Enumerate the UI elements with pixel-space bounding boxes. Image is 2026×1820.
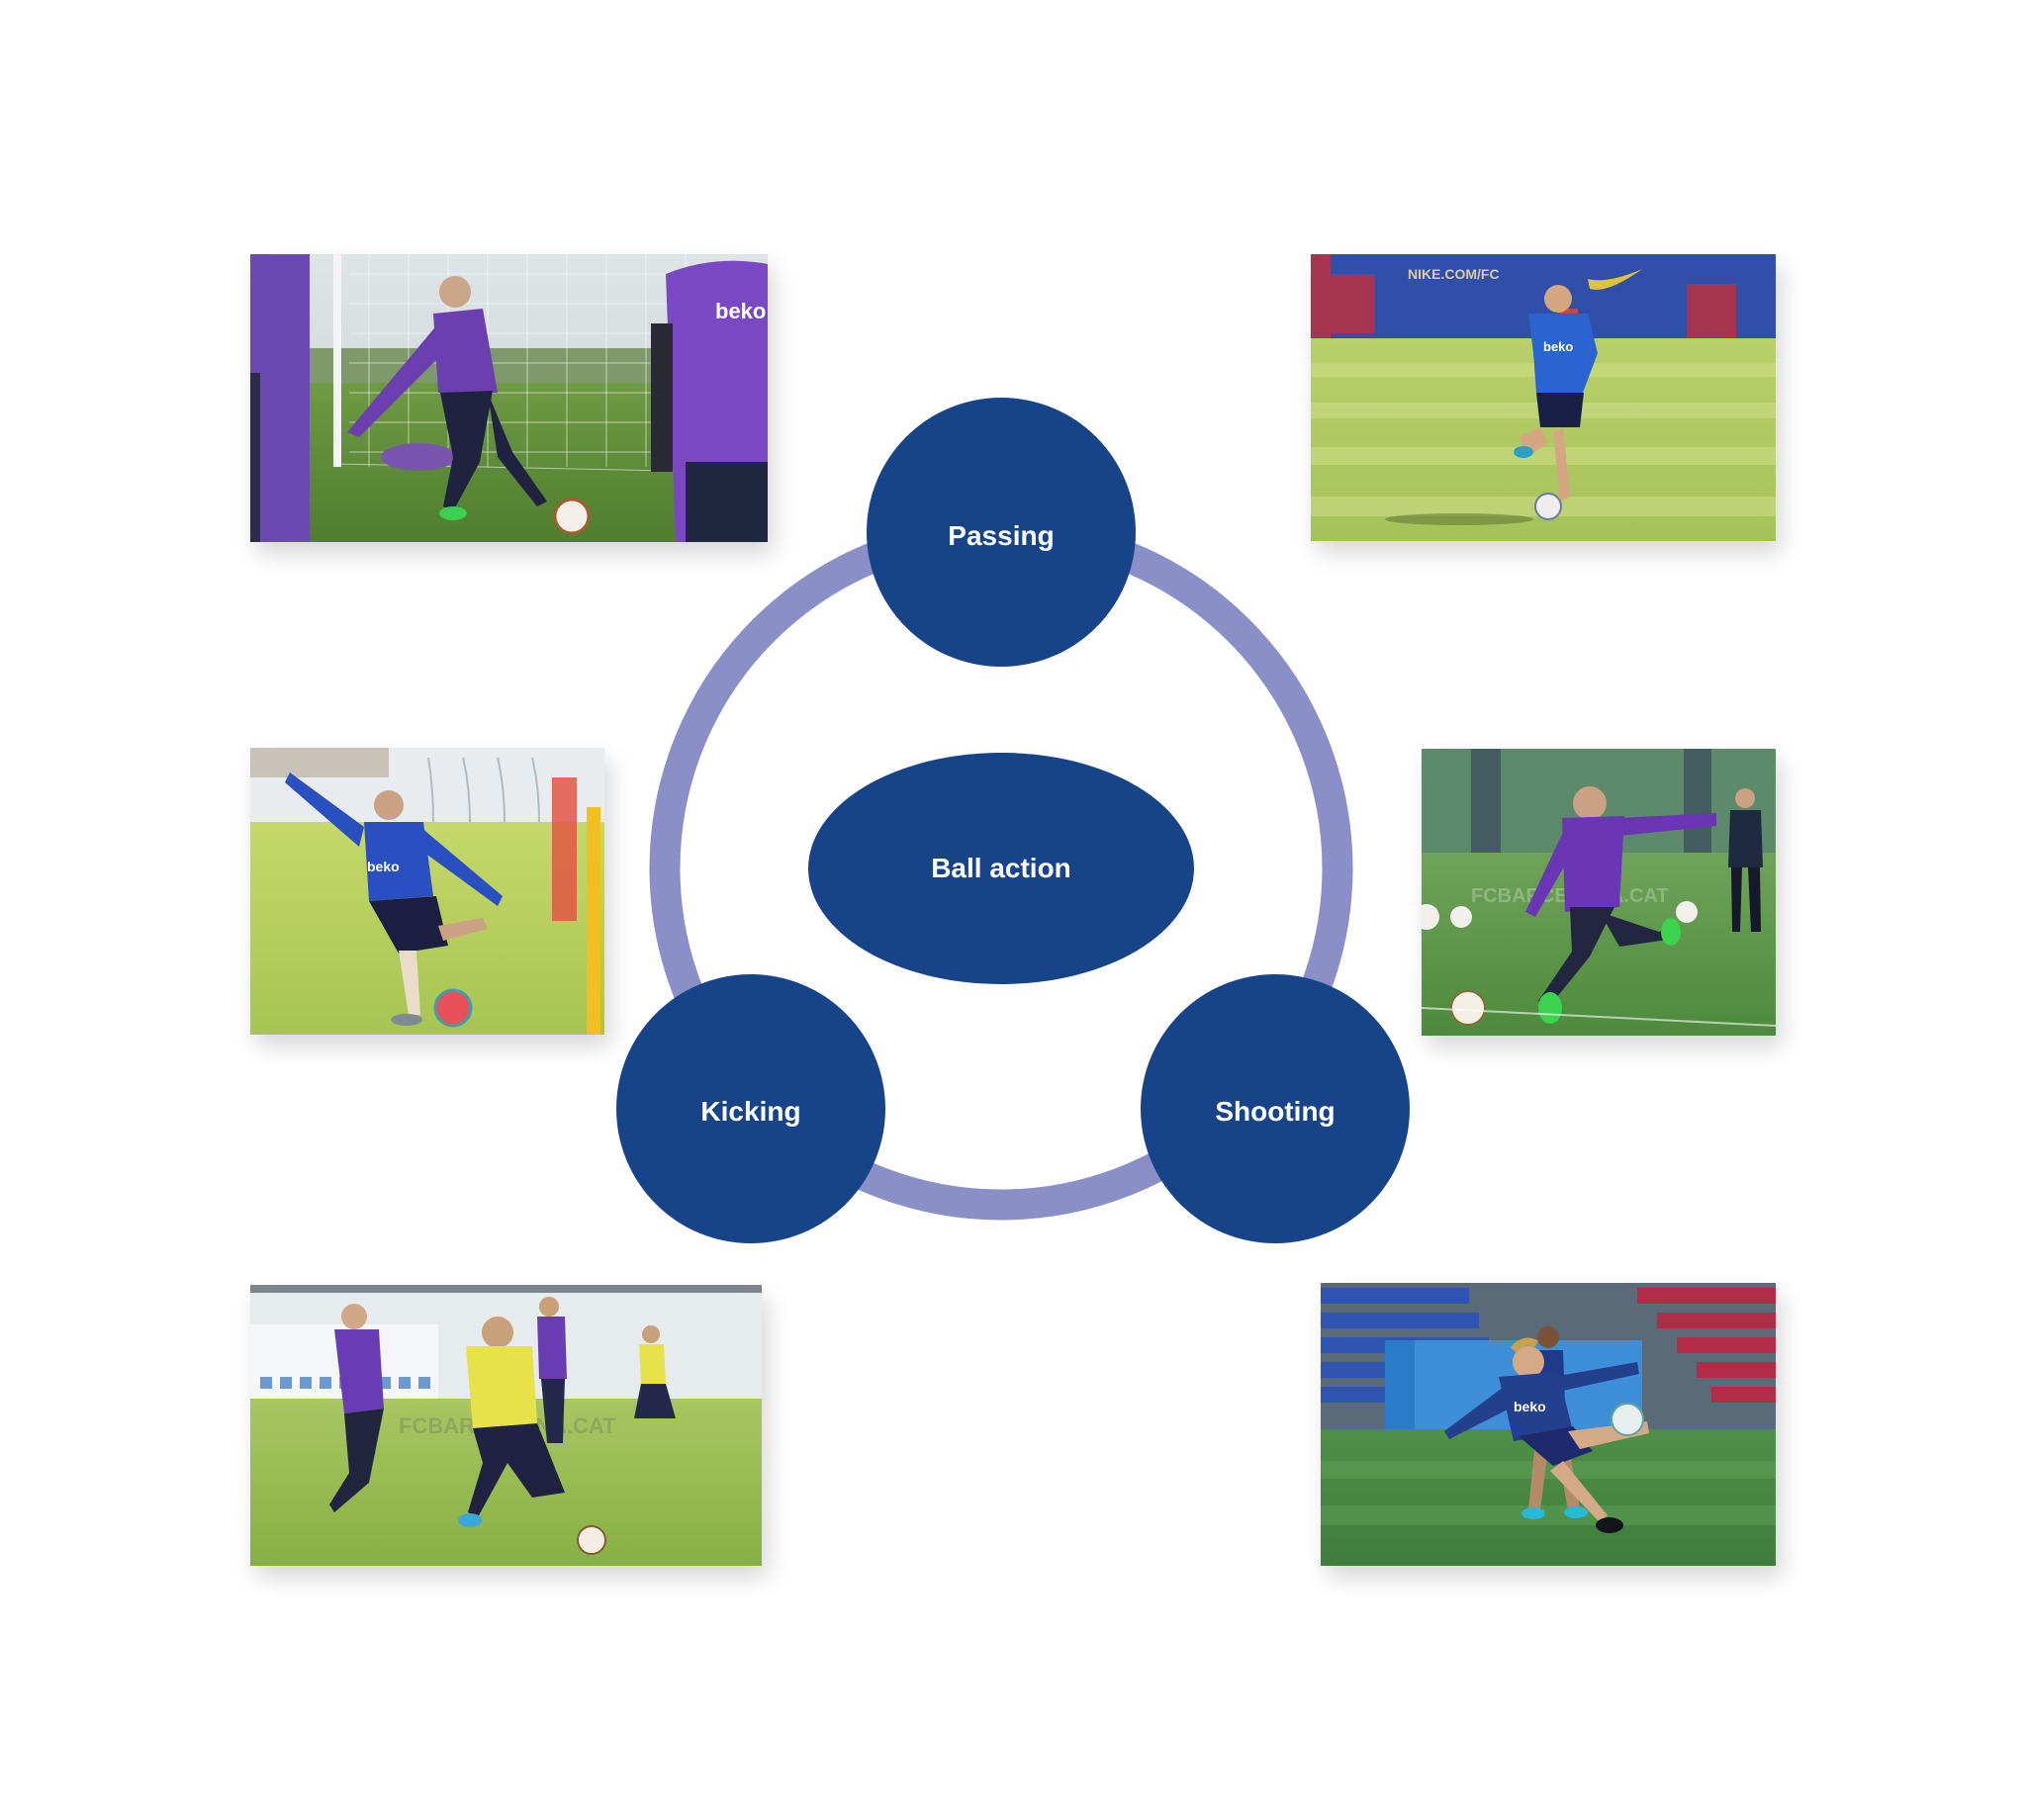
shirt-sponsor-text: beko <box>1514 1399 1546 1414</box>
node-kicking-label: Kicking <box>700 1096 801 1127</box>
node-passing-label: Passing <box>948 520 1055 551</box>
training-photo-volley: beko <box>1321 1283 1776 1566</box>
training-photo-striking: NIKE.COM/FC beko <box>1311 254 1776 541</box>
background-sign-text: NIKE.COM/FC <box>1408 266 1500 282</box>
photo-middle-left: beko <box>250 748 604 1035</box>
shirt-sponsor-text: beko <box>367 859 400 874</box>
node-passing <box>867 398 1136 667</box>
training-photo-shooting: FCBARCELONA.CAT <box>1422 749 1776 1036</box>
center-node-ball-action <box>808 753 1194 984</box>
node-shooting <box>1141 974 1410 1243</box>
photo-middle-right: FCBARCELONA.CAT <box>1422 749 1776 1036</box>
training-photo-match: FCBARCELONA.CAT <box>250 1285 762 1566</box>
center-node-label: Ball action <box>931 853 1071 883</box>
photo-top-left: beko <box>250 254 768 542</box>
svg-text:beko: beko <box>715 299 766 323</box>
photo-top-right: NIKE.COM/FC beko <box>1311 254 1776 541</box>
training-photo-passing: beko <box>250 254 768 542</box>
photo-bottom-left: FCBARCELONA.CAT <box>250 1285 762 1566</box>
training-photo-kicking: beko <box>250 748 604 1035</box>
svg-text:beko: beko <box>1543 339 1573 354</box>
node-kicking <box>616 974 885 1243</box>
photo-bottom-right: beko <box>1321 1283 1776 1566</box>
node-shooting-label: Shooting <box>1215 1096 1335 1127</box>
